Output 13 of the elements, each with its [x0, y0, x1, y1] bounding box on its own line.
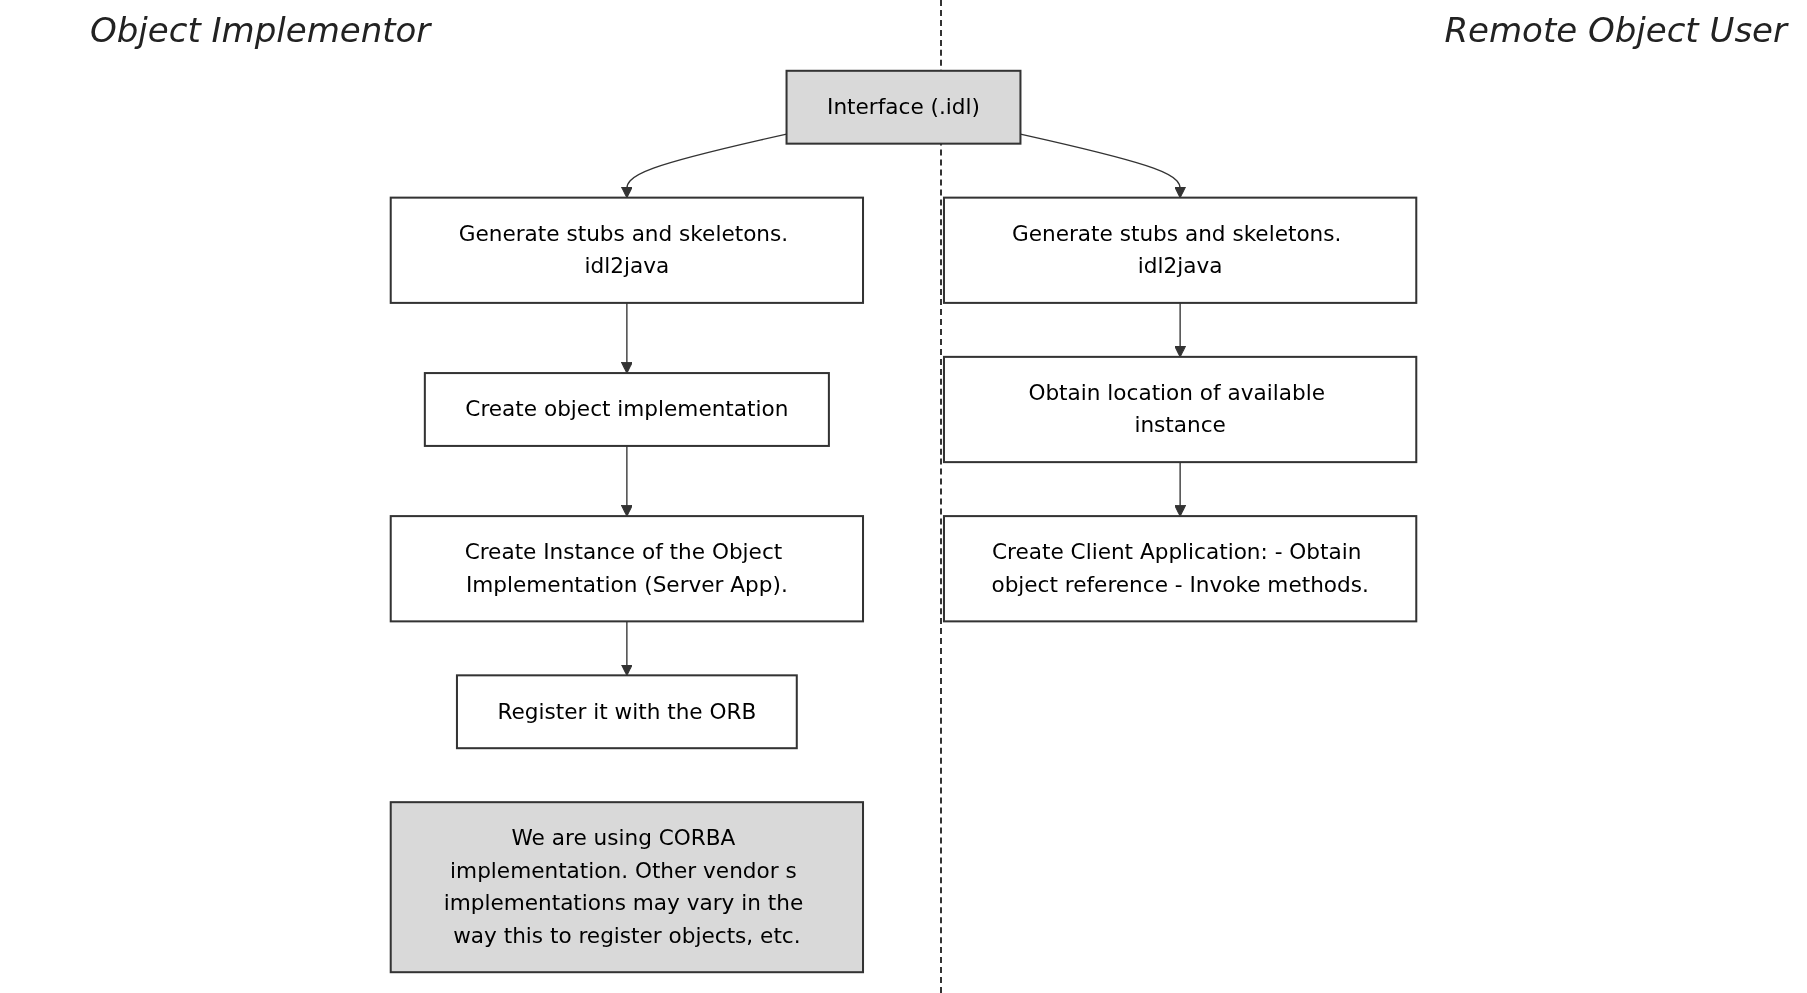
node-box: Generate stubs and skeletons. idl2java [942, 196, 1418, 304]
arrow [620, 445, 633, 517]
node-box: We are using CORBA implementation. Other vendor s implementations may vary in the way this to register objects, etc. [389, 801, 865, 974]
arrow [620, 302, 633, 374]
node-box: Create Instance of the Object Implementation (Server App). [389, 515, 865, 623]
node-box: Obtain location of available instance [942, 355, 1418, 464]
node-box: Generate stubs and skeletons. idl2java [389, 196, 865, 304]
node-box: Create object implementation [423, 372, 830, 447]
node-box: Register it with the ORB [455, 674, 798, 750]
node-box: Create Client Application: - Obtain object reference - Invoke methods. [942, 515, 1418, 623]
column-heading: Object Implementor [90, 10, 431, 50]
column-heading: Remote Object User [1444, 10, 1787, 50]
node-box: Interface (.idl) [785, 69, 1022, 145]
